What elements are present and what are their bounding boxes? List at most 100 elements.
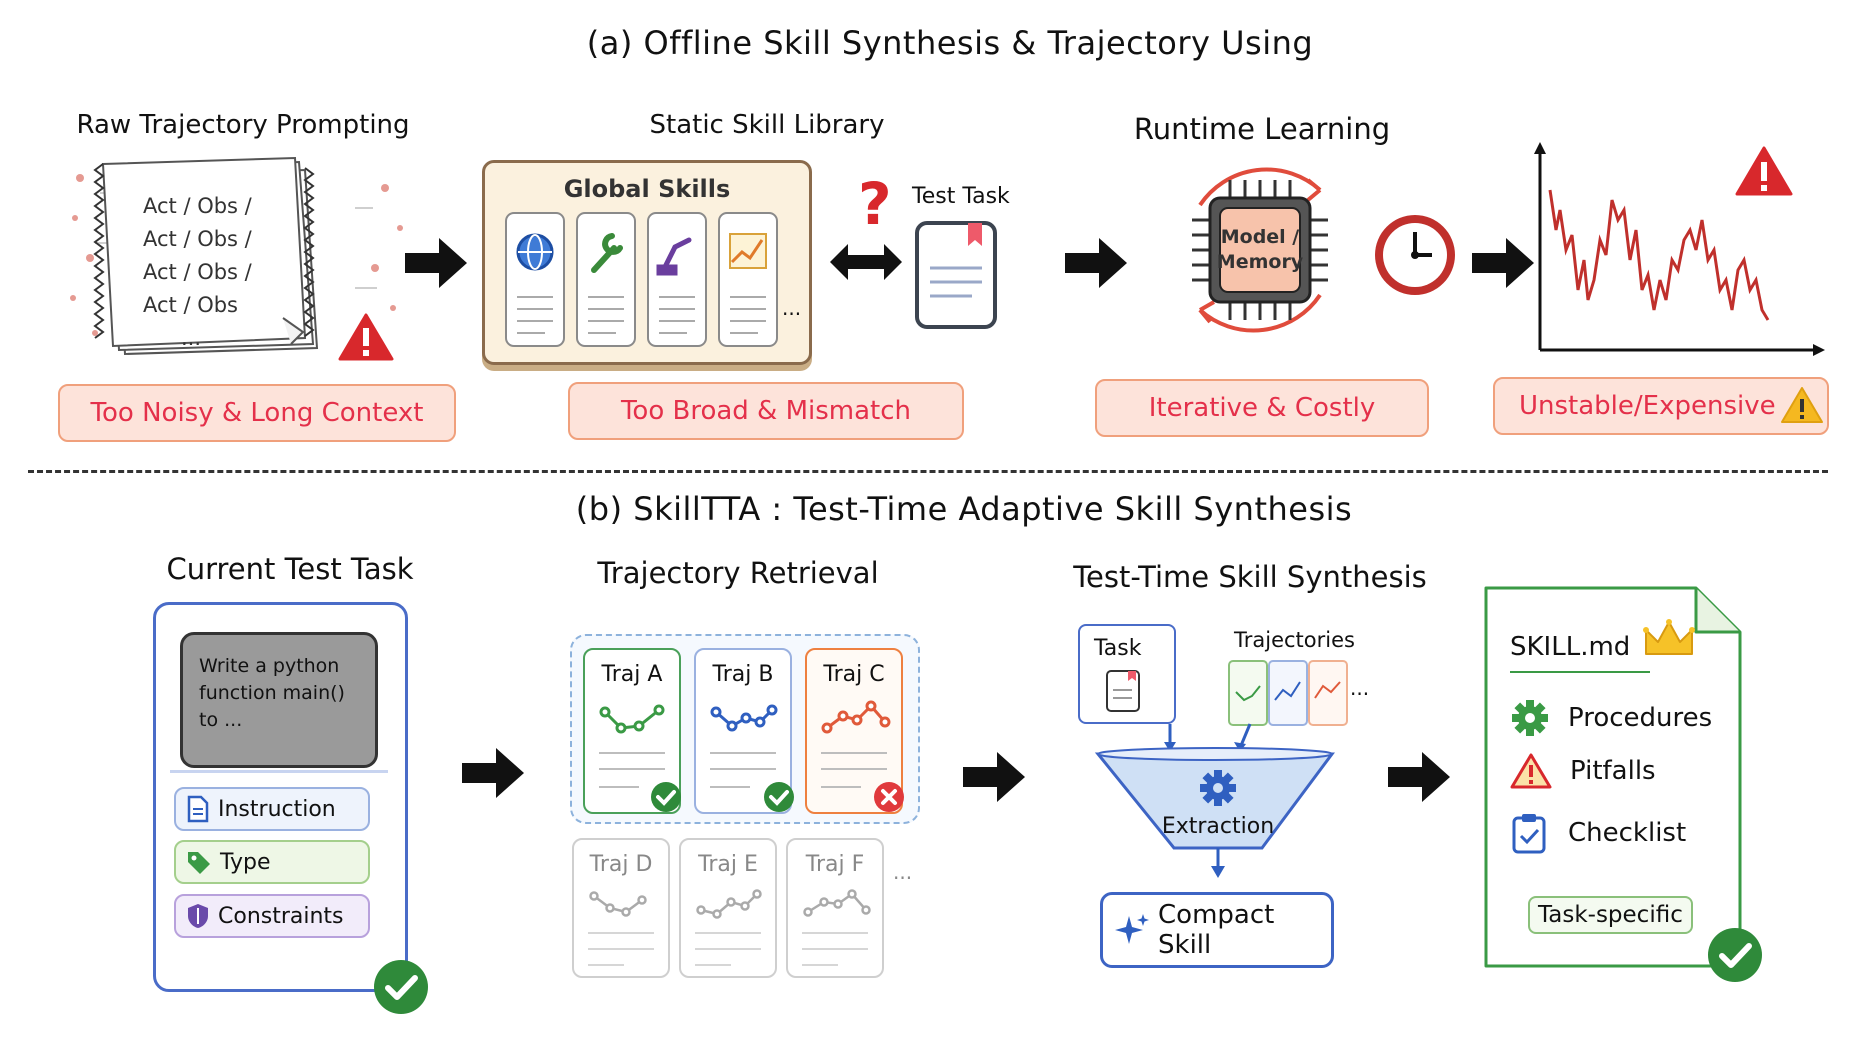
check-circle-icon <box>374 960 428 1014</box>
synthesis-heading: Test-Time Skill Synthesis <box>1073 560 1427 594</box>
skill-item-label: Pitfalls <box>1570 756 1656 786</box>
instruction-tag: Instruction <box>174 787 370 831</box>
trajectory-line: Act / Obs / <box>143 227 252 251</box>
mini-traj-blue <box>1268 660 1308 726</box>
line-chart-icon <box>729 233 767 269</box>
double-arrow-icon <box>830 244 902 280</box>
runtime-issue-pill: Iterative & Costly <box>1095 379 1429 437</box>
check-circle-icon <box>651 782 681 812</box>
clock-icon <box>1375 215 1455 295</box>
skill-item-checklist: Checklist <box>1510 812 1686 854</box>
warning-icon <box>1510 753 1552 789</box>
task-prompt-line: Write a python <box>199 655 340 677</box>
robot-arm-icon <box>656 237 692 276</box>
more-skills-ellipsis: ... <box>782 296 802 320</box>
traj-card-f[interactable]: Traj F <box>786 838 884 978</box>
shield-icon <box>188 904 208 928</box>
task-input-box: Task <box>1078 624 1176 724</box>
test-task-document-icon <box>915 221 997 329</box>
trajectories-label: Trajectories <box>1234 628 1355 652</box>
arrow-right-icon <box>1388 752 1450 802</box>
wrench-icon <box>591 233 623 273</box>
retrieval-heading: Trajectory Retrieval <box>597 556 879 590</box>
type-tag: Type <box>174 840 370 884</box>
traj-label: Traj B <box>712 662 774 687</box>
arrow-right-icon <box>1065 238 1127 288</box>
tag-icon <box>188 852 210 874</box>
type-tag-label: Type <box>220 849 271 875</box>
document-icon <box>1106 670 1140 712</box>
skill-library-heading: Static Skill Library <box>649 110 885 140</box>
unstable-performance-plot <box>1534 142 1825 356</box>
global-skills-title: Global Skills <box>563 175 731 203</box>
arrow-right-icon <box>462 748 524 798</box>
skill-card-robot-arm <box>647 212 707 351</box>
skill-card-wrench <box>576 212 636 351</box>
mini-traj-orange <box>1308 660 1348 726</box>
chip-label: Model / Memory <box>1217 225 1303 275</box>
trajectory-paper-stack <box>70 156 403 356</box>
trajectory-path-icon <box>589 891 647 917</box>
divider <box>170 770 388 773</box>
skill-doc-title: SKILL.md <box>1510 632 1631 662</box>
gear-icon <box>1200 770 1236 806</box>
extraction-label: Extraction <box>1161 814 1275 839</box>
warning-icon <box>338 313 394 361</box>
trajectory-lines: Act / Obs / Act / Obs / Act / Obs / Act … <box>143 190 252 355</box>
chip-label-line: Memory <box>1216 251 1304 273</box>
trajectory-line: Act / Obs / <box>143 260 252 284</box>
raw-trajectory-heading: Raw Trajectory Prompting <box>76 110 410 140</box>
trajectory-path-icon <box>599 704 665 734</box>
skill-item-procedures: Procedures <box>1510 698 1712 738</box>
document-icon <box>187 795 209 823</box>
task-prompt-line: function main() <box>199 682 345 704</box>
model-chip-cycle <box>1192 167 1328 333</box>
constraints-tag: Constraints <box>174 894 370 938</box>
traj-label: Traj D <box>589 852 653 877</box>
task-prompt-line: to ... <box>199 709 243 731</box>
skill-item-label: Checklist <box>1568 818 1687 848</box>
caution-icon <box>1781 387 1823 423</box>
instruction-tag-label: Instruction <box>218 796 336 822</box>
test-task-label: Test Task <box>912 184 1010 209</box>
skill-card-globe <box>505 212 565 351</box>
globe-icon <box>516 233 554 271</box>
clipboard-check-icon <box>1512 814 1546 854</box>
gear-icon <box>1512 700 1548 736</box>
warning-icon <box>1735 146 1793 196</box>
traj-label: Traj E <box>698 852 758 877</box>
compact-skill-box: Compact Skill <box>1100 892 1334 968</box>
trajectory-line: Act / Obs / <box>143 194 252 218</box>
trajectory-path-icon <box>710 704 778 732</box>
chip-label-line: Model / <box>1220 226 1300 248</box>
unstable-issue-pill: Unstable/Expensive <box>1493 377 1829 435</box>
skill-item-label: Procedures <box>1568 703 1713 733</box>
check-circle-icon <box>1708 928 1762 982</box>
traj-card-d[interactable]: Traj D <box>572 838 670 978</box>
trajectory-path-icon <box>696 889 762 919</box>
trajectory-path-icon <box>821 700 891 734</box>
trajectory-path-icon <box>803 889 871 917</box>
traj-label: Traj C <box>823 662 885 687</box>
skill-item-pitfalls: Pitfalls <box>1510 752 1656 790</box>
traj-label: Traj A <box>601 662 663 687</box>
task-input-label: Task <box>1094 636 1142 661</box>
task-prompt-box: Write a python function main() to ... <box>180 632 378 768</box>
traj-card-e[interactable]: Traj E <box>679 838 777 978</box>
compact-skill-label: Compact Skill <box>1158 900 1275 960</box>
skill-document <box>1484 586 1742 968</box>
skill-card-chart <box>718 212 778 351</box>
trajectory-line: ... <box>181 326 202 350</box>
arrow-right-icon <box>1472 238 1534 288</box>
arrow-right-icon <box>405 238 467 288</box>
library-issue-pill: Too Broad & Mismatch <box>568 382 964 440</box>
raw-issue-pill: Too Noisy & Long Context <box>58 384 456 442</box>
arrow-right-icon <box>963 752 1025 802</box>
section-b-title: (b) SkillTTA : Test-Time Adaptive Skill … <box>575 490 1353 528</box>
constraints-tag-label: Constraints <box>218 903 344 929</box>
runtime-learning-heading: Runtime Learning <box>1133 112 1391 146</box>
reject-circle-icon <box>874 782 904 812</box>
current-task-heading: Current Test Task <box>166 552 414 586</box>
crown-icon <box>1643 619 1695 655</box>
section-divider <box>28 470 1828 473</box>
